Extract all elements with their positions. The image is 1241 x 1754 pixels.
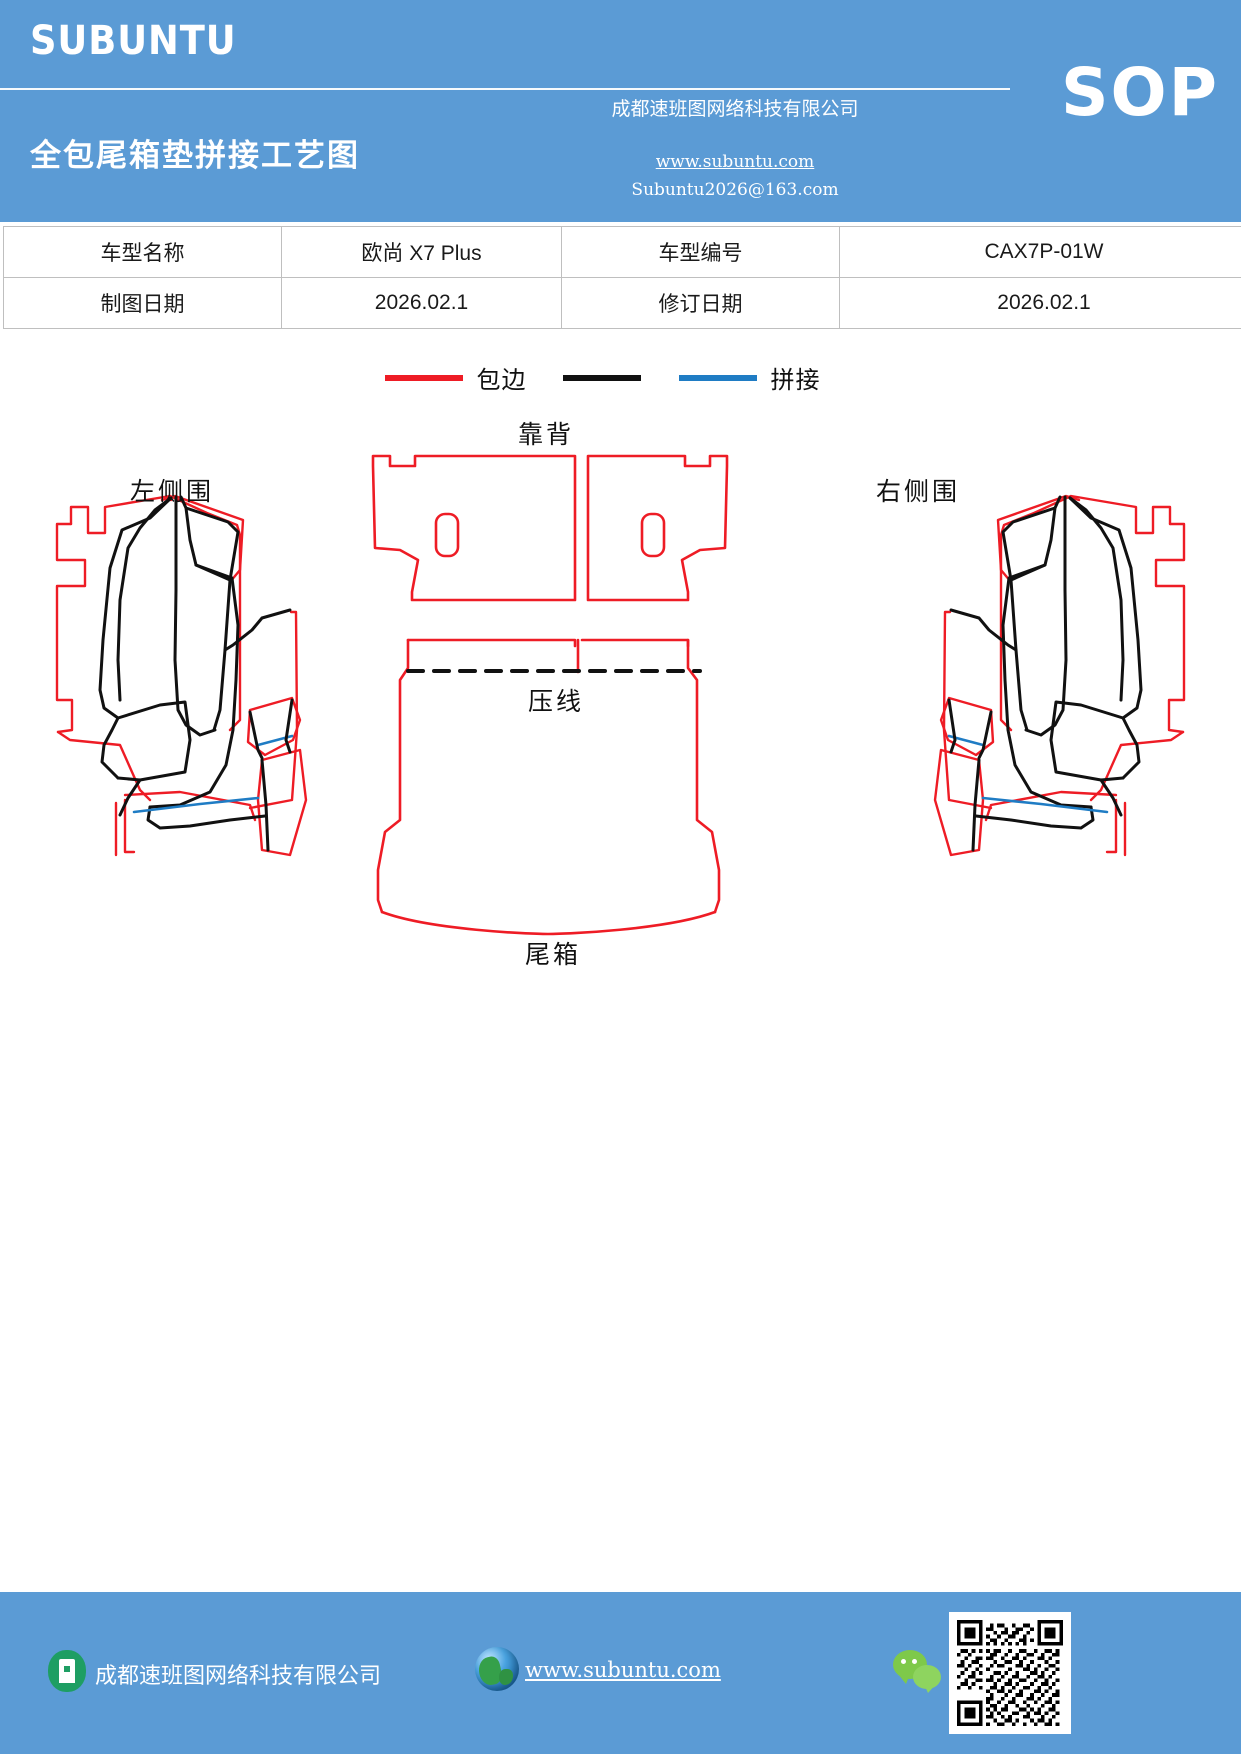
wechat-bubble-small [913,1665,941,1693]
piece-seat-back-left [371,454,577,602]
legend-item-seam: 拼接 [562,360,857,395]
wechat-eye [912,1659,917,1664]
wechat-eye [901,1659,906,1664]
label-right-side-panel: 右侧围 [876,477,961,506]
legend-item-binding: 包边 [384,360,563,395]
header-email: Subuntu2026@163.com [631,180,839,200]
technical-drawing: 左侧围 右侧围 靠背 压线 尾箱 [0,400,1241,1020]
page-footer: 成都速班图网络科技有限公司 www.subuntu.com [0,1592,1241,1754]
table-row: 车型名称 欧尚 X7 Plus 车型编号 CAX7P-01W [3,226,1241,278]
cell-model-name-value: 欧尚 X7 Plus [281,226,562,278]
label-press-line: 压线 [528,687,585,716]
globe-icon [475,1647,519,1691]
document-type-badge: SOP [1060,54,1219,131]
header-company-name: 成都速班图网络科技有限公司 [611,99,859,120]
piece-seat-back-right [586,454,729,602]
document-title: 全包尾箱垫拼接工艺图 [30,138,360,174]
piece-right-side-panel [933,494,1186,857]
legend-label-binding: 包边 [476,368,527,394]
cell-revision-date-label: 修订日期 [561,277,840,329]
header-divider [0,88,1010,90]
page-header: SUBUNTU 全包尾箱垫拼接工艺图 SOP 成都速班图网络科技有限公司 www… [0,0,1241,222]
brand-logo: SUBUNTU [30,18,237,64]
cell-revision-date-value: 2026.02.1 [839,277,1241,329]
label-left-side-panel: 左侧围 [130,477,215,506]
header-website-link[interactable]: www.subuntu.com [655,152,815,172]
footer-company-name: 成都速班图网络科技有限公司 [95,1663,382,1688]
qr-code-svg [957,1620,1063,1726]
cell-model-code-label: 车型编号 [561,226,840,278]
footer-website-link[interactable]: www.subuntu.com [525,1658,721,1682]
cell-draw-date-label: 制图日期 [3,277,282,329]
label-seat-back: 靠背 [518,420,575,449]
legend-swatch-blue-icon [678,374,757,381]
legend-label-seam: 拼接 [770,368,821,394]
cell-draw-date-value: 2026.02.1 [281,277,562,329]
piece-left-side-panel [55,494,308,857]
vehicle-info-table: 车型名称 欧尚 X7 Plus 车型编号 CAX7P-01W 制图日期 2026… [3,226,1241,329]
qr-code [949,1612,1071,1734]
legend: 包边 拼接 [0,360,1241,395]
legend-swatch-red-icon [384,374,463,381]
table-row: 制图日期 2026.02.1 修订日期 2026.02.1 [3,277,1241,329]
cell-model-name-label: 车型名称 [3,226,282,278]
cell-model-code-value: CAX7P-01W [839,226,1241,278]
pattern-pieces-svg [55,454,1186,936]
wechat-icon [893,1650,945,1696]
legend-swatch-black-icon [562,374,641,381]
building-icon [48,1650,86,1692]
label-trunk-mat: 尾箱 [525,940,582,969]
piece-trunk-mat [376,638,721,936]
